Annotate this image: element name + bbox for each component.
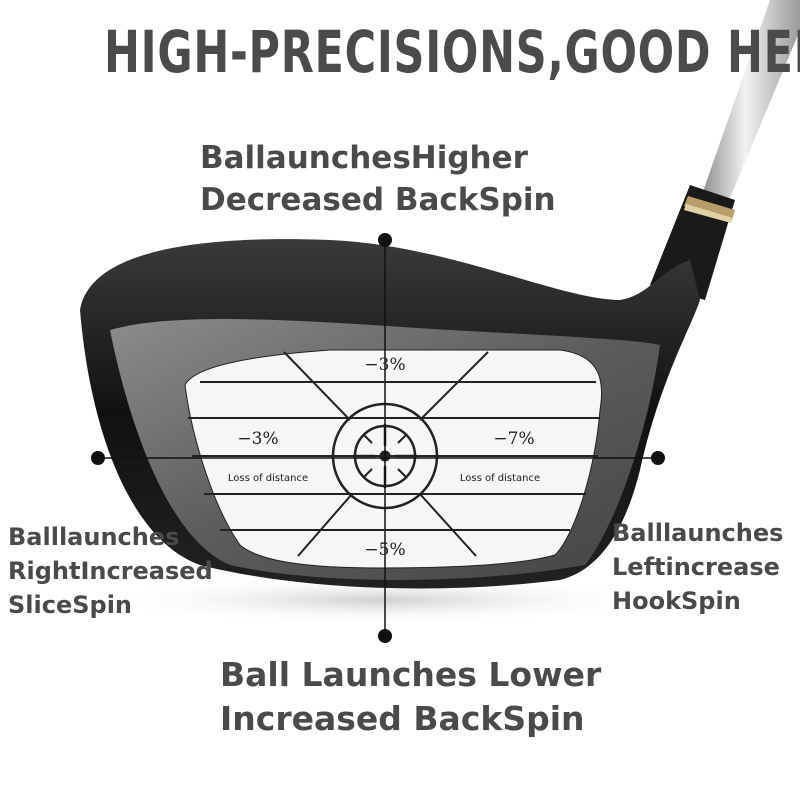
caption-left-line-1: Balllaunches <box>8 523 180 551</box>
face-note-right: Loss of distance <box>460 473 540 484</box>
axis-lines <box>98 240 658 636</box>
shadow <box>90 576 670 624</box>
caption-right-line-3: HookSpin <box>612 587 741 615</box>
axis-dot-top <box>378 233 392 247</box>
caption-bottom-line-1: Ball Launches Lower <box>220 655 602 694</box>
caption-top: BallaunchesHigher Decreased BackSpin <box>200 137 556 221</box>
caption-top-line-2: Decreased BackSpin <box>200 182 556 218</box>
face-label-left: −3% <box>237 429 278 449</box>
caption-right-line-2: Leftincrease <box>612 553 780 581</box>
headline: HIGH-PRECISIONS,GOOD HELP <box>104 18 800 86</box>
face-label-top: −3% <box>364 355 405 375</box>
caption-right-line-1: Balllaunches <box>612 519 784 547</box>
face-note-left: Loss of distance <box>228 473 308 484</box>
caption-right: Balllaunches Leftincrease HookSpin <box>612 516 783 618</box>
face-insert <box>184 349 603 569</box>
caption-top-line-1: BallaunchesHigher <box>200 140 528 176</box>
axis-dot-left <box>91 451 105 465</box>
caption-left-line-2: RightIncreased <box>8 557 213 585</box>
face-label-bottom: −5% <box>364 540 405 560</box>
score-lines <box>188 351 600 557</box>
face-label-right: −7% <box>493 429 534 449</box>
caption-left: Balllaunches RightIncreased SliceSpin <box>8 520 213 622</box>
caption-bottom-line-2: Increased BackSpin <box>220 699 585 738</box>
caption-left-line-3: SliceSpin <box>8 591 133 619</box>
axis-dot-right <box>651 451 665 465</box>
caption-bottom: Ball Launches Lower Increased BackSpin <box>220 653 601 741</box>
axis-dot-bottom <box>378 629 392 643</box>
axis-endpoints <box>91 233 665 643</box>
